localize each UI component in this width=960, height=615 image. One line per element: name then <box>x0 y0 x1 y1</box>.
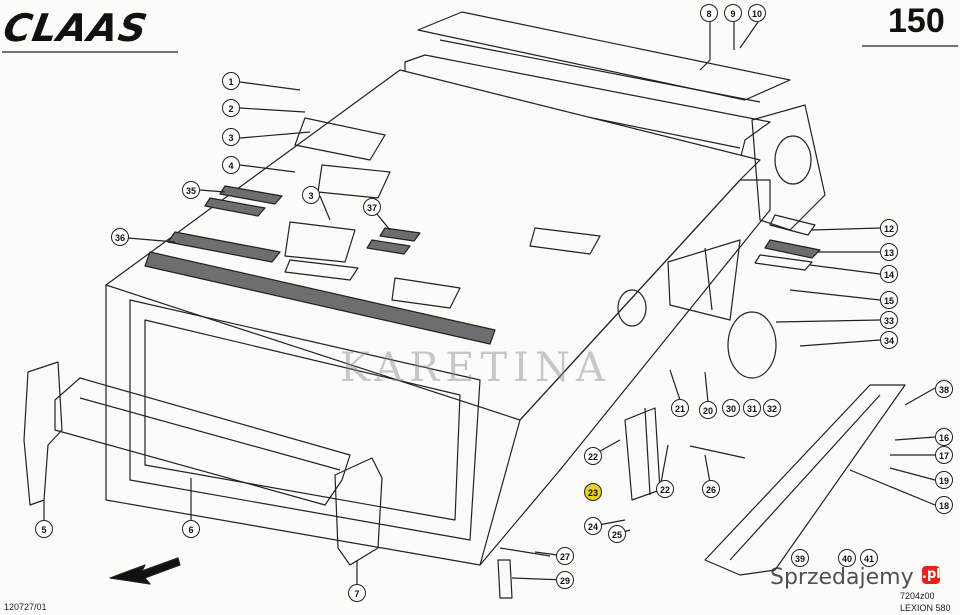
pin-27 <box>499 547 551 557</box>
callout: 35 <box>182 181 200 199</box>
strip-36a <box>167 231 281 263</box>
callout: 27 <box>556 547 574 565</box>
page-number: 150 <box>888 2 945 40</box>
callout: 10 <box>748 4 766 22</box>
callout: 32 <box>763 399 781 417</box>
callout: 40 <box>838 549 856 567</box>
left-end-plate <box>23 361 63 506</box>
callout: 5 <box>35 520 53 538</box>
opening-plate-mid <box>284 221 356 263</box>
footer-model: LEXION 580 <box>900 603 951 613</box>
cylinder-23 <box>624 407 661 501</box>
callout: 31 <box>743 399 761 417</box>
opening-plate-large <box>294 117 386 161</box>
callout: 38 <box>935 380 953 398</box>
housing-side-face <box>479 179 771 566</box>
plate-29 <box>497 559 513 599</box>
callout: 8 <box>700 4 718 22</box>
round-cover <box>727 311 777 379</box>
callout: 18 <box>935 496 953 514</box>
front-beam <box>54 377 351 506</box>
link-arm <box>704 384 906 576</box>
bracket-13 <box>764 239 821 259</box>
end-bracket <box>751 104 826 231</box>
callout: 22 <box>656 480 674 498</box>
callout: 19 <box>935 471 953 489</box>
callout: 29 <box>556 571 574 589</box>
footer-code-left: 120727/01 <box>4 602 47 612</box>
strip-37b <box>366 239 411 255</box>
end-bracket-hole <box>774 135 812 185</box>
callout: 26 <box>702 480 720 498</box>
site-watermark: Sprzedajemy <box>770 565 914 590</box>
callout: 37 <box>363 198 381 216</box>
callout: 36 <box>111 228 129 246</box>
top-cover-plate <box>417 11 791 101</box>
callout: 30 <box>722 399 740 417</box>
callout: 13 <box>880 243 898 261</box>
bracket-14 <box>754 254 813 271</box>
strip-36b <box>144 251 496 345</box>
callout: 12 <box>880 219 898 237</box>
callout: 9 <box>724 4 742 22</box>
callout: 41 <box>860 549 878 567</box>
opening-plate-gasket <box>317 164 391 199</box>
brand-logo: CLAAS <box>0 6 152 50</box>
callout: 16 <box>935 428 953 446</box>
callout: 4 <box>222 156 240 174</box>
strip-37a <box>379 227 421 242</box>
direction-arrow <box>109 557 181 585</box>
housing-front-face <box>105 285 521 566</box>
side-flap <box>667 239 741 321</box>
callout: 22 <box>584 447 602 465</box>
site-badge: .pl <box>922 566 941 584</box>
callout: 20 <box>699 401 717 419</box>
callout: 33 <box>880 311 898 329</box>
callout: 2 <box>222 99 240 117</box>
callout: 1 <box>222 72 240 90</box>
housing-port <box>617 289 647 327</box>
footer-code-right: 7204z00 <box>900 591 935 601</box>
callout: 24 <box>584 517 602 535</box>
callout: 3 <box>302 186 320 204</box>
watermark-text: KARETINA <box>340 345 611 391</box>
callout: 15 <box>880 291 898 309</box>
callout: 34 <box>880 331 898 349</box>
housing-inner-frame <box>129 299 481 541</box>
callout: 3 <box>222 128 240 146</box>
callout-highlighted: 23 <box>584 483 602 501</box>
opening-plate-side <box>529 227 601 255</box>
rod-26 <box>689 445 746 459</box>
callout: 25 <box>608 525 626 543</box>
callout: 39 <box>791 549 809 567</box>
callout: 17 <box>935 446 953 464</box>
right-end-plate <box>334 457 383 566</box>
callout: 7 <box>348 584 366 602</box>
callout: 21 <box>671 399 689 417</box>
bracket-12 <box>769 214 816 236</box>
strip-35b <box>204 197 266 217</box>
callout: 14 <box>880 265 898 283</box>
callout: 6 <box>182 520 200 538</box>
